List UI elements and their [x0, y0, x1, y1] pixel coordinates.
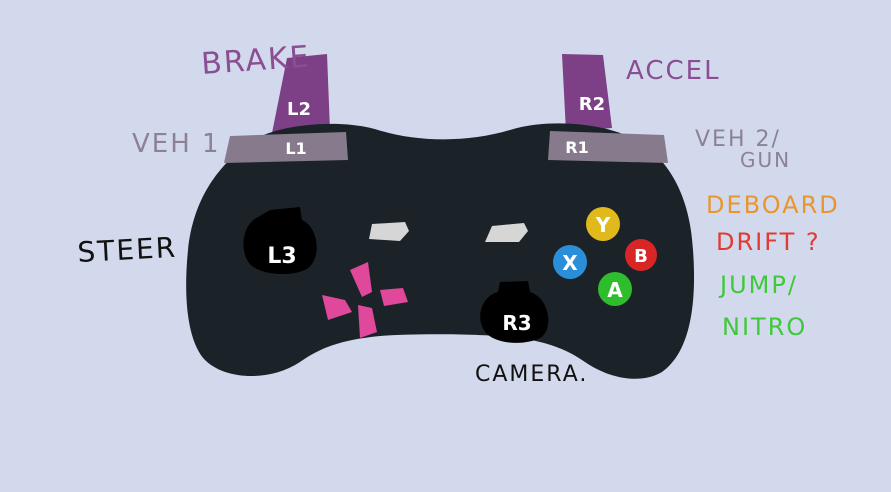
y-label: Y — [595, 213, 611, 237]
l1-bumper — [224, 132, 348, 163]
deboard-label: DEBOARD — [706, 191, 840, 219]
jump-nitro-label-line1: JUMP/ — [718, 271, 798, 299]
veh2-gun-label-line2: GUN — [740, 148, 791, 172]
b-button: B — [625, 239, 657, 271]
l1-label: L1 — [285, 139, 306, 158]
x-button: X — [553, 245, 587, 279]
dpad — [322, 262, 408, 338]
veh1-label: VEH 1 — [132, 129, 221, 159]
start-button — [485, 223, 528, 242]
r1-bumper — [548, 131, 668, 163]
jump-nitro-label-line2: NITRO — [722, 313, 807, 341]
y-button: Y — [586, 207, 620, 241]
select-button — [369, 222, 409, 241]
b-label: B — [634, 246, 648, 267]
r2-trigger — [562, 54, 612, 132]
a-label: A — [607, 278, 623, 302]
accel-label: ACCEL — [626, 56, 721, 86]
steer-label: STEER — [77, 231, 178, 269]
camera-label: CAMERA. — [475, 362, 588, 387]
l2-trigger — [272, 54, 330, 133]
veh2-gun-label-line1: VEH 2/ — [695, 127, 781, 152]
r2-label: R2 — [579, 94, 605, 115]
drift-label: DRIFT ? — [716, 228, 821, 256]
a-button: A — [598, 272, 632, 306]
brake-label: BRAKE — [200, 39, 312, 82]
l2-label: L2 — [287, 99, 311, 120]
r3-stick: R3 — [480, 281, 549, 343]
l3-label: L3 — [267, 244, 296, 269]
x-label: X — [562, 251, 578, 275]
l3-stick: L3 — [243, 207, 317, 275]
r1-label: R1 — [565, 138, 588, 157]
controller-body — [186, 123, 695, 379]
r3-label: R3 — [502, 311, 531, 335]
